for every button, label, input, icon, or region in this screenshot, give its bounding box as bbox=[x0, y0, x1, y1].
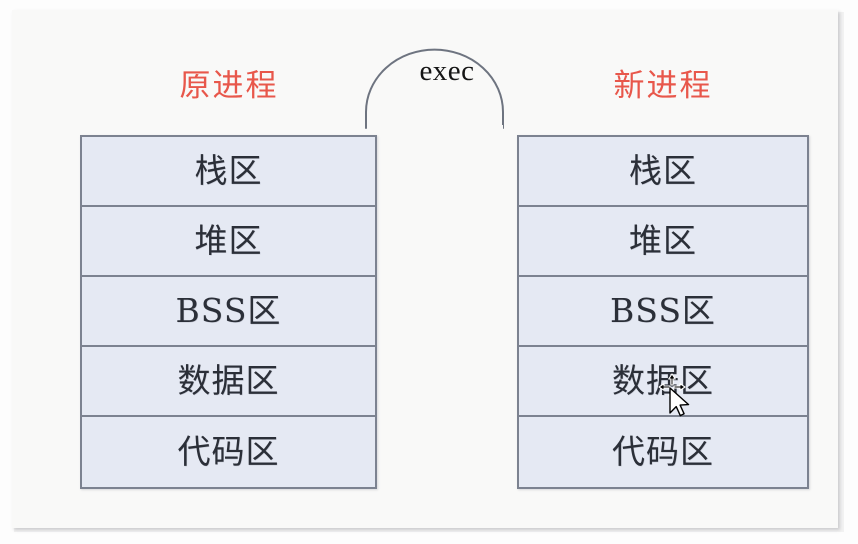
memory-segment-label: BSS区 bbox=[610, 291, 716, 330]
table-row: 代码区 bbox=[82, 417, 375, 487]
table-row: 堆区 bbox=[519, 207, 807, 277]
table-row: 栈区 bbox=[82, 137, 375, 207]
memory-segment-label: BSS区 bbox=[175, 291, 282, 330]
table-row: 数据区 bbox=[82, 347, 375, 417]
right-process-memory-table: 栈区 堆区 BSS区 数据区 代码区 bbox=[517, 135, 809, 489]
memory-segment-label: 代码区 bbox=[177, 432, 280, 471]
memory-segment-label: 栈区 bbox=[629, 151, 697, 190]
table-row: BSS区 bbox=[519, 277, 807, 347]
memory-segment-label: 数据区 bbox=[177, 361, 280, 400]
table-row: 栈区 bbox=[519, 137, 807, 207]
memory-segment-label: 代码区 bbox=[612, 432, 714, 471]
memory-segment-label: 数据区 bbox=[612, 361, 714, 400]
left-process-title: 原进程 bbox=[179, 68, 279, 104]
table-row: 数据区 bbox=[519, 347, 807, 417]
memory-segment-label: 堆区 bbox=[629, 221, 697, 260]
memory-segment-label: 栈区 bbox=[194, 151, 263, 190]
table-row: 代码区 bbox=[519, 417, 807, 487]
right-process-title: 新进程 bbox=[613, 68, 713, 104]
slide-canvas: exec 原进程 新进程 栈区 堆区 BSS区 数据区 代码区 bbox=[12, 10, 838, 528]
table-row: 堆区 bbox=[82, 207, 375, 277]
table-row: BSS区 bbox=[82, 277, 375, 347]
left-process-memory-table: 栈区 堆区 BSS区 数据区 代码区 bbox=[80, 135, 377, 489]
exec-label: exec bbox=[419, 55, 475, 87]
memory-segment-label: 堆区 bbox=[194, 221, 263, 260]
